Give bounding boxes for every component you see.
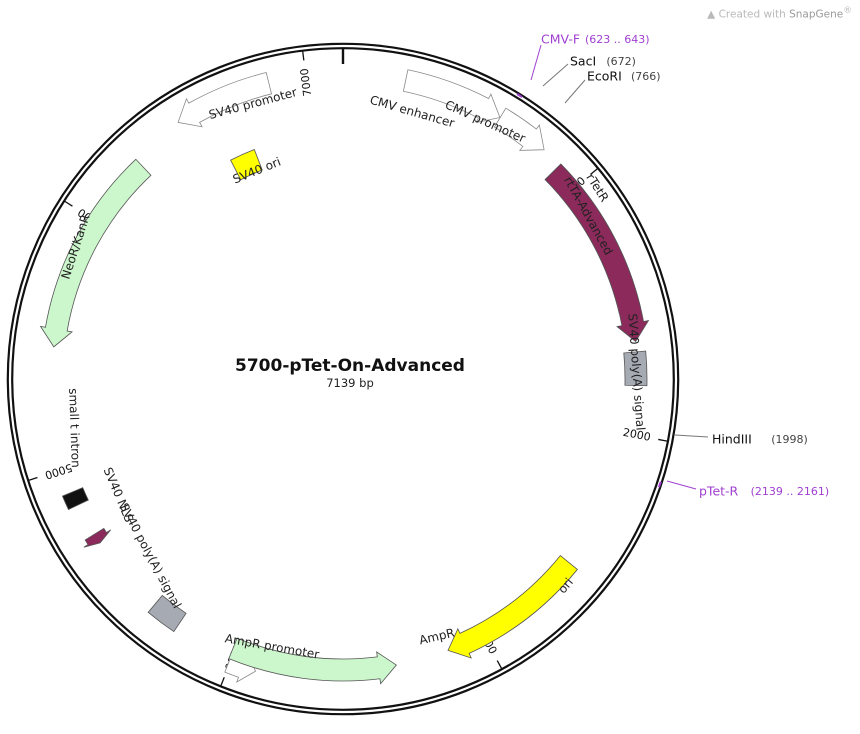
site-name: EcoRI — [587, 69, 622, 84]
rtta-advanced-feature — [544, 163, 650, 343]
primer-binding-arc — [658, 481, 662, 488]
cmv-enhancer-feature — [402, 69, 501, 124]
backbone-outer-strand — [6, 42, 680, 716]
site-leader-line — [542, 63, 569, 87]
small-t-intron-feature — [61, 487, 89, 511]
site-name: CMV-F — [541, 32, 580, 47]
rtta-advanced-label: rtTA-Advanced — [561, 174, 616, 257]
tick-1000 — [590, 168, 598, 176]
watermark-mark: ® — [843, 6, 852, 16]
tick-6000 — [64, 200, 73, 207]
neor-kanr-feature — [39, 158, 152, 348]
feature-layer — [39, 69, 650, 685]
tick-5000 — [28, 476, 38, 481]
ampr-label: AmpR — [418, 626, 456, 648]
site-layer: CMV-F (623 .. 643) SacI (672)EcoRI (766) Hind… — [516, 32, 830, 499]
sv40-nls-label: SV40 NLS — [101, 465, 137, 524]
site-name: SacI — [570, 54, 596, 69]
watermark-brand: SnapGene — [789, 8, 844, 21]
small-t-intron-label: small t intron — [66, 388, 83, 468]
hindiii-site: HindIII (1998) — [674, 432, 808, 447]
ptet-r-site: pTet-R (2139 .. 2161) — [658, 480, 830, 499]
site-position: (672) — [606, 55, 636, 68]
snapgene-logo-icon: ▲ — [707, 8, 716, 21]
plasmid-length: 7139 bp — [326, 376, 374, 390]
ecori-site: EcoRI (766) — [564, 69, 661, 104]
sv40-poly-a-signal-feature — [147, 594, 187, 633]
tick-2000 — [658, 438, 668, 442]
ori-feature — [447, 555, 578, 659]
watermark-prefix: Created with — [718, 8, 790, 21]
site-position: (1998) — [771, 433, 808, 446]
sv40-poly-a-signal-feature — [623, 350, 648, 387]
cmv-promoter-feature — [493, 107, 545, 151]
sv40-ori-feature — [230, 149, 263, 181]
tick-label: 2000 — [622, 426, 652, 444]
site-leader-line — [674, 434, 709, 438]
plasmid-name: 5700-pTet-On-Advanced — [235, 356, 465, 376]
site-position: (766) — [631, 70, 661, 83]
primer-binding-arc — [516, 93, 523, 98]
saci-site: SacI (672) — [542, 54, 636, 87]
sv40-promoter-feature — [177, 71, 273, 128]
site-name: HindIII — [712, 432, 752, 447]
ampr-feature — [228, 637, 397, 685]
site-leader-line — [666, 480, 697, 490]
sv40-nls-feature — [83, 527, 111, 548]
tick-label: 7000 — [298, 68, 314, 97]
site-leader-line — [564, 79, 586, 104]
tick-4000 — [220, 676, 225, 686]
site-position: (623 .. 643) — [585, 33, 650, 46]
site-leader-line — [530, 44, 542, 81]
cmv-f-site: CMV-F (623 .. 643) — [516, 32, 650, 98]
snapgene-watermark: ▲ Created with SnapGene® — [707, 6, 852, 21]
site-position: (2139 .. 2161) — [751, 485, 830, 498]
site-name: pTet-R — [699, 484, 739, 499]
tick-3000 — [496, 660, 503, 669]
tick-7000 — [302, 51, 305, 61]
